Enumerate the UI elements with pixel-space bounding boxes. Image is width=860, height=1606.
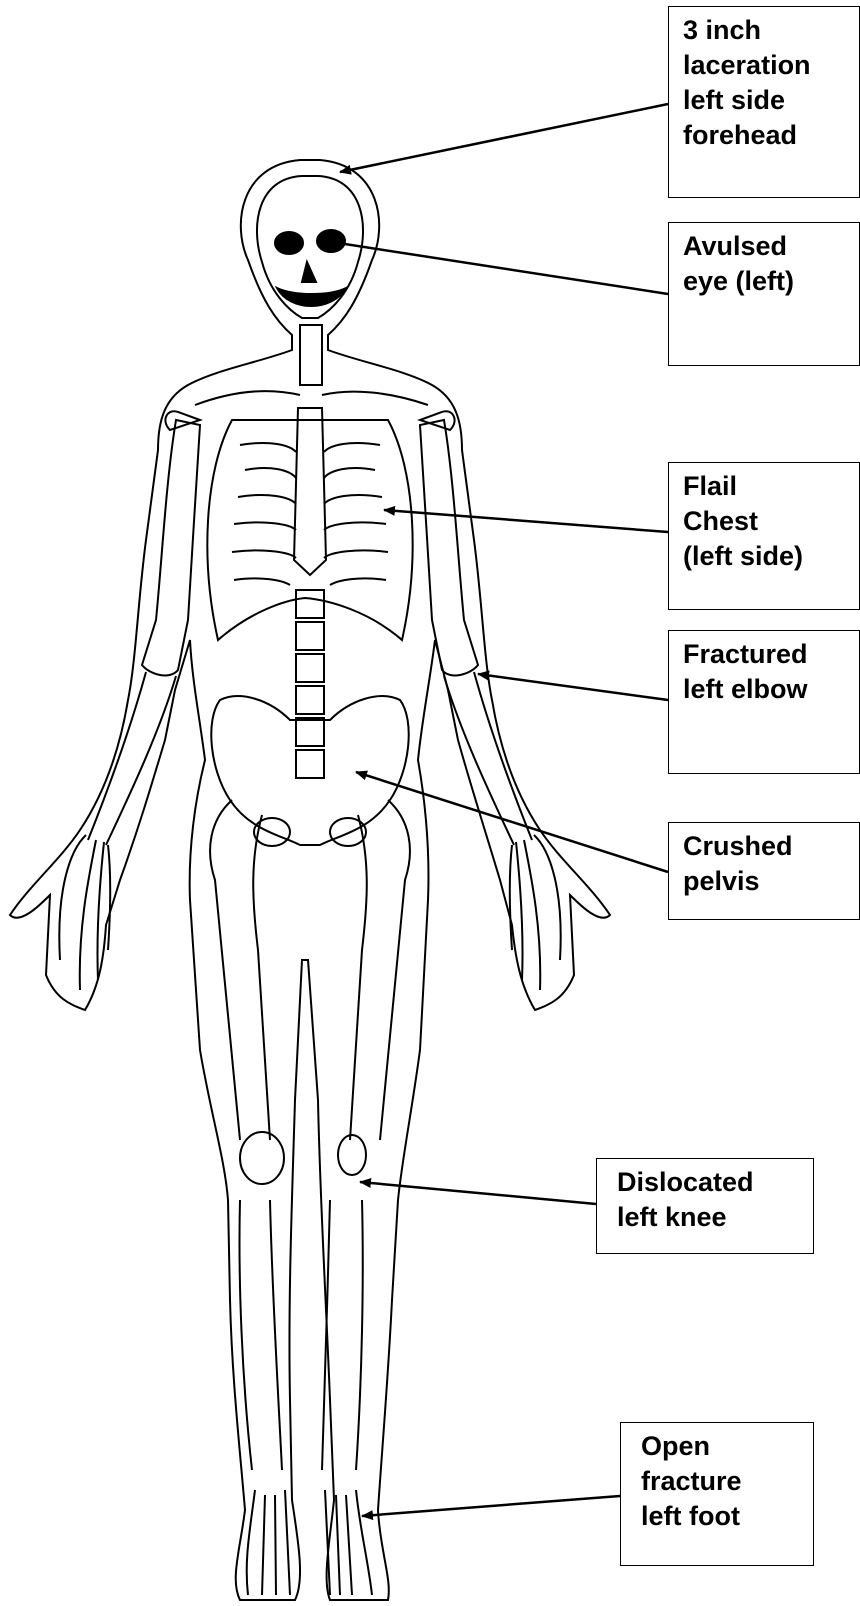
callout-crushed-pelvis: Crushed pelvis bbox=[668, 822, 860, 920]
callout-text: Dislocated left knee bbox=[617, 1165, 803, 1235]
callout-text: Open fracture left foot bbox=[641, 1429, 803, 1534]
callout-open-fracture-foot: Open fracture left foot bbox=[620, 1422, 814, 1566]
arrow-elbow bbox=[478, 674, 668, 700]
callout-flail-chest: Flail Chest (left side) bbox=[668, 462, 860, 610]
arrow-forehead bbox=[340, 104, 668, 172]
callout-dislocated-knee: Dislocated left knee bbox=[596, 1158, 814, 1254]
callout-text: Fractured left elbow bbox=[683, 637, 849, 707]
callout-text: Flail Chest (left side) bbox=[683, 469, 849, 574]
arrow-knee bbox=[360, 1182, 596, 1204]
arrow-foot bbox=[362, 1496, 620, 1516]
callout-avulsed-eye: Avulsed eye (left) bbox=[668, 222, 860, 366]
callout-text: Crushed pelvis bbox=[683, 829, 849, 899]
callout-text: Avulsed eye (left) bbox=[683, 229, 849, 299]
callout-forehead-laceration: 3 inch laceration left side forehead bbox=[668, 6, 860, 198]
callout-fractured-elbow: Fractured left elbow bbox=[668, 630, 860, 774]
callout-text: 3 inch laceration left side forehead bbox=[683, 13, 849, 153]
body-outline bbox=[10, 160, 610, 1600]
arrow-eye bbox=[332, 242, 668, 294]
